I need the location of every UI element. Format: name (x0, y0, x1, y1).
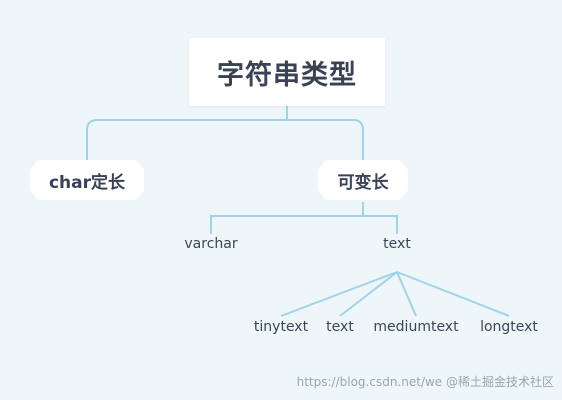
fixed-length-node: char定长 (28, 158, 146, 202)
text-label: text (383, 236, 411, 252)
fan-tinytext (280, 271, 398, 317)
watermark: https://blog.csdn.net/we @稀土掘金技术社区 (296, 375, 554, 389)
text-subtype-label: text (326, 319, 354, 335)
variable-length-node-label: 可变长 (337, 172, 389, 193)
fan-mediumtext (396, 271, 417, 317)
variable-split-right (363, 215, 398, 234)
fan-longtext (396, 271, 510, 317)
variable-split-left (210, 215, 363, 234)
fixed-length-node-label: char定长 (48, 172, 126, 193)
root-split-left (86, 119, 287, 160)
fan-text (339, 271, 398, 317)
root-split-right (287, 119, 364, 160)
longtext-label: longtext (480, 319, 538, 335)
variable-length-node: 可变长 (316, 158, 410, 202)
varchar-label: varchar (184, 236, 238, 252)
mediumtext-label: mediumtext (373, 319, 459, 335)
fixed-length-node-shape (30, 160, 144, 200)
variable-length-node-shape (318, 160, 408, 200)
root-node-label: 字符串类型 (217, 59, 357, 91)
tinytext-label: tinytext (253, 319, 309, 335)
root-node: 字符串类型 (189, 38, 385, 106)
